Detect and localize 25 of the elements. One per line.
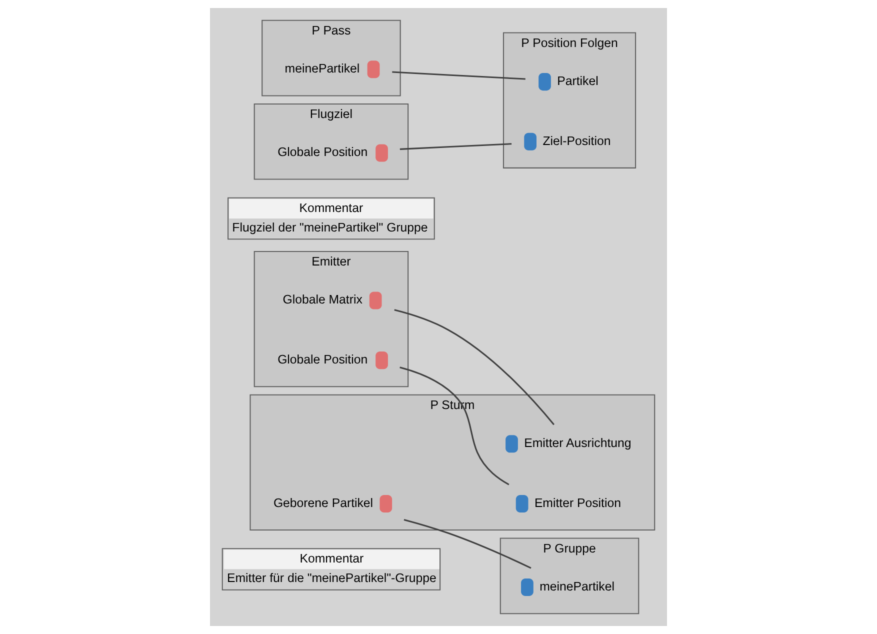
node-label: Emitter Ausrichtung — [524, 436, 632, 450]
node-label: Globale Position — [278, 145, 368, 160]
node-box — [524, 132, 536, 150]
node-label: Globale Matrix — [282, 292, 362, 307]
connector — [404, 518, 532, 569]
connector — [394, 309, 554, 426]
node-box — [521, 578, 534, 596]
connector — [392, 71, 526, 80]
node-box — [376, 352, 388, 370]
node-label: Emitter Position — [534, 496, 621, 510]
node-box — [376, 144, 388, 162]
node-label: Partikel — [557, 74, 598, 88]
connector — [400, 366, 510, 486]
node-label: Geborene Partikel — [273, 496, 374, 510]
node-box — [367, 60, 380, 78]
node-label: Ziel-Position — [542, 134, 611, 148]
node-box — [516, 494, 528, 512]
connector — [400, 143, 512, 150]
node-box — [380, 494, 392, 512]
node-label: Globale Position — [278, 352, 368, 367]
node-box — [369, 292, 382, 310]
node-label: meinePartikel — [284, 62, 360, 76]
node-box — [506, 435, 518, 453]
node-label: meinePartikel — [540, 579, 614, 594]
node-box — [538, 73, 551, 91]
